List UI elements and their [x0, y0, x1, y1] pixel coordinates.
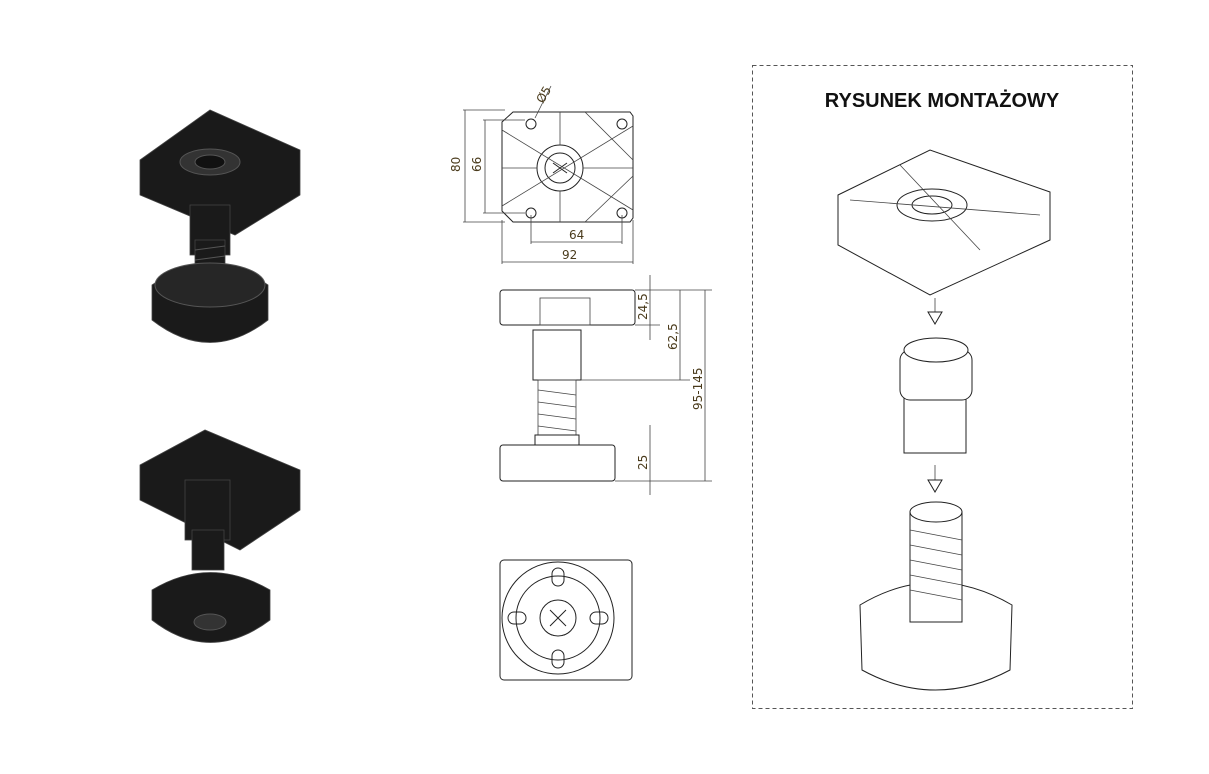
assembly-threaded-foot [859, 501, 1013, 691]
dim-height-inner: 66 [470, 157, 484, 172]
dim-top-height: 24,5 [636, 293, 650, 320]
arrow-down-icon [927, 298, 943, 325]
dim-width-inner: 64 [569, 228, 584, 242]
dim-hole-dia: Ø5 [533, 84, 554, 106]
assembly-insert [899, 337, 973, 454]
side-view [499, 275, 712, 495]
bottom-view [499, 559, 633, 681]
arrow-down-icon [927, 465, 943, 493]
dim-height-outer: 80 [449, 157, 463, 172]
top-view [463, 85, 634, 264]
dim-upper-height: 62,5 [666, 323, 680, 350]
iso-render-bottom [139, 429, 301, 643]
assembly-frame [752, 65, 1133, 709]
assembly-title: RYSUNEK MONTAŻOWY [824, 90, 1060, 112]
dim-total-range: 95-145 [691, 367, 705, 410]
dim-width-outer: 92 [562, 248, 577, 262]
assembly-plate [837, 149, 1051, 296]
dim-base-height: 25 [636, 455, 650, 470]
iso-render-top [139, 109, 301, 343]
